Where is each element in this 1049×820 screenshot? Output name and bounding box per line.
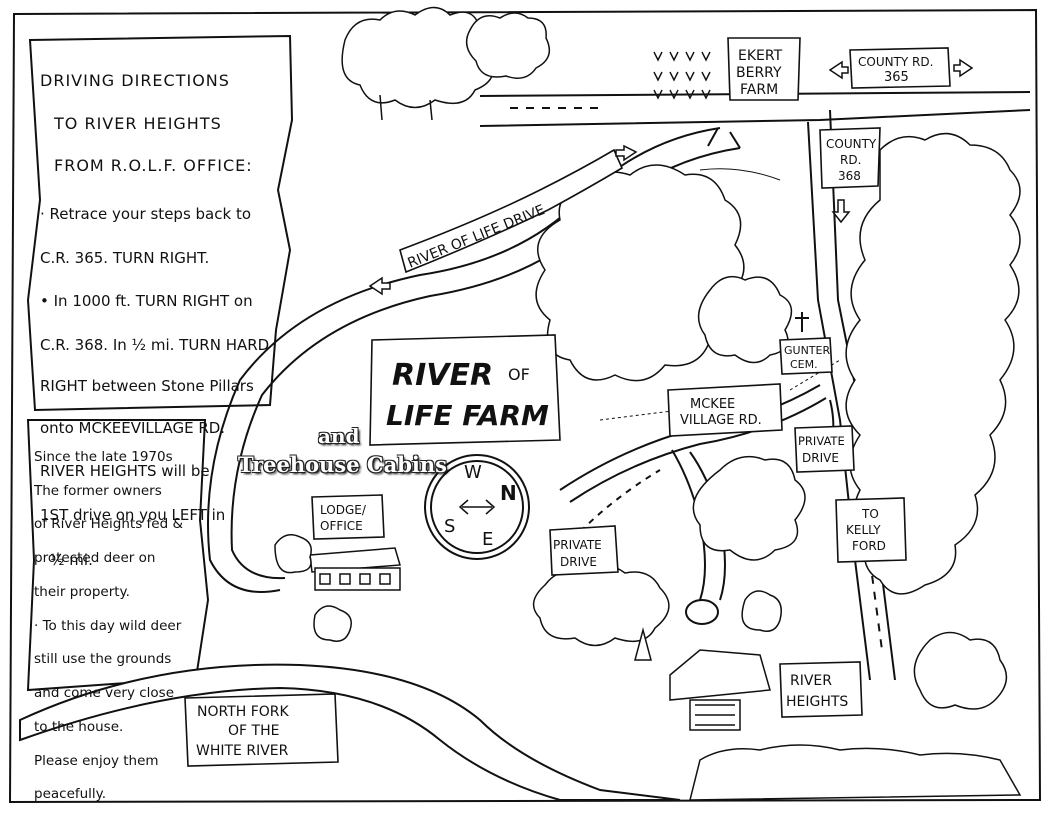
mckee-sign xyxy=(667,383,783,437)
directions-line-5: RIGHT between Stone Pillars xyxy=(40,377,254,395)
compass-north: N xyxy=(500,481,517,505)
ekert-label-1: EKERT xyxy=(738,48,783,64)
deer-note-line-11: peacefully. xyxy=(34,786,107,803)
compass-south: S xyxy=(444,516,455,537)
private-drive-right-sign xyxy=(794,425,855,473)
directions-line-9: ½ mi. xyxy=(50,551,93,569)
private-drive-left-label-1: PRIVATE xyxy=(553,538,602,552)
farm-title-life-farm: LIFE FARM xyxy=(386,399,549,432)
ekert-label-2: BERRY xyxy=(736,65,782,81)
county368-label-1: COUNTY xyxy=(826,137,877,151)
directions-line-3: • In 1000 ft. TURN RIGHT on xyxy=(40,292,253,310)
river-heights-label-1: RIVER xyxy=(790,673,832,689)
cemetery-cross-icon xyxy=(795,312,809,332)
county368-sign xyxy=(819,127,881,189)
arrow-left-icon xyxy=(828,60,849,80)
deer-note-line-1: Since the late 1970s xyxy=(34,448,173,465)
deer-note-line-6: · To this day wild deer xyxy=(34,617,182,634)
north-fork-label-1: NORTH FORK xyxy=(197,704,290,720)
deer-note-text: Since the late 1970s The former owners o… xyxy=(34,432,199,820)
deer-note-line-10: Please enjoy them xyxy=(34,752,159,769)
deer-note-line-9: to the house. xyxy=(34,718,124,735)
directions-text: DRIVING DIRECTIONS TO RIVER HEIGHTS FROM… xyxy=(40,52,280,589)
arrow-down-icon xyxy=(831,199,851,224)
ekert-sign xyxy=(727,37,801,101)
direction-arrows xyxy=(368,58,974,296)
gunter-label-2: CEM. xyxy=(790,358,818,371)
deer-note-line-3: of River Heights fed & xyxy=(34,516,183,533)
river-heights-house xyxy=(669,649,771,731)
county365-label-2: 365 xyxy=(884,70,909,85)
overlay-treehouse-cabins: Treehouse Cabins xyxy=(238,452,447,477)
river-of-life-drive-sign xyxy=(399,148,624,274)
river-heights-label-2: HEIGHTS xyxy=(786,694,848,710)
deer-note-panel xyxy=(26,419,210,692)
compass-pointer-icon xyxy=(458,499,496,515)
deer-note-line-7: still use the grounds xyxy=(34,651,172,668)
north-fork-label-2: OF THE xyxy=(228,723,279,739)
north-fork-white-river xyxy=(19,663,681,801)
directions-line-2: C.R. 365. TURN RIGHT. xyxy=(40,248,210,267)
county365-label-1: COUNTY RD. xyxy=(858,55,933,69)
north-fork-label-3: WHITE RIVER xyxy=(196,743,289,759)
county368-label-3: 368 xyxy=(838,169,861,183)
deer-note-line-4: protected deer on xyxy=(34,550,156,567)
directions-line-4: C.R. 368. In ½ mi. TURN HARD xyxy=(40,335,270,354)
kelly-sign xyxy=(835,497,907,563)
compass-west: W xyxy=(464,462,482,483)
arrow-drive-right-icon xyxy=(615,144,638,162)
lodge-trees xyxy=(274,534,352,642)
berry-rows xyxy=(653,51,711,100)
directions-title-2: TO RIVER HEIGHTS xyxy=(54,113,222,133)
farm-title-sign xyxy=(369,334,561,446)
forest-central xyxy=(532,164,806,647)
private-drive-left-sign xyxy=(549,525,619,576)
forest-right xyxy=(845,132,1021,710)
mckee-label-2: VILLAGE RD. xyxy=(680,413,762,428)
deer-note-line-2: The former owners xyxy=(34,482,162,499)
private-drive-right-label-1: PRIVATE xyxy=(798,434,845,448)
sign-boards xyxy=(184,37,951,767)
lodge-building xyxy=(309,547,401,591)
map-border xyxy=(8,8,1042,804)
river-heights-sign xyxy=(779,661,863,718)
private-drive-right-label-2: DRIVE xyxy=(802,451,839,465)
county368-label-2: RD. xyxy=(840,153,861,167)
kelly-label-2: KELLY xyxy=(846,523,881,537)
ekert-label-3: FARM xyxy=(740,82,778,98)
lodge-label-2: OFFICE xyxy=(320,519,363,533)
arrow-right-icon xyxy=(953,58,974,78)
river-heights-trees xyxy=(634,590,1022,801)
lodge-label-1: LODGE/ xyxy=(320,503,367,517)
deer-note-line-5: their property. xyxy=(34,583,130,600)
farm-title-of: OF xyxy=(508,365,530,384)
directions-line-6: onto MCKEEVILLAGE RD. xyxy=(40,418,226,437)
overlay-and: and xyxy=(318,424,360,448)
directions-title-1: DRIVING DIRECTIONS xyxy=(40,70,230,90)
arrow-drive-left-icon xyxy=(368,276,391,296)
lodge-sign xyxy=(311,494,385,540)
directions-line-1: · Retrace your steps back to xyxy=(40,205,251,223)
directions-line-8: 1ST drive on you LEFT in xyxy=(40,505,226,524)
kelly-label-1: TO xyxy=(861,507,879,521)
private-drive-left-label-2: DRIVE xyxy=(560,555,597,569)
deer-note-line-8: and come very close xyxy=(34,685,175,702)
tree-cluster-top xyxy=(341,6,551,121)
county365-sign xyxy=(849,47,951,89)
kelly-label-3: FORD xyxy=(852,539,886,553)
directions-line-7: RIVER HEIGHTS will be xyxy=(40,462,210,480)
gunter-sign xyxy=(779,337,833,375)
farm-title-river: RIVER xyxy=(392,358,493,393)
north-fork-sign xyxy=(184,693,339,767)
directions-title-3: FROM R.O.L.F. OFFICE: xyxy=(54,156,253,176)
gunter-label-1: GUNTER xyxy=(784,344,830,357)
compass-east: E xyxy=(482,529,493,550)
mckee-label-1: MCKEE xyxy=(690,397,735,412)
directions-panel xyxy=(26,34,294,412)
